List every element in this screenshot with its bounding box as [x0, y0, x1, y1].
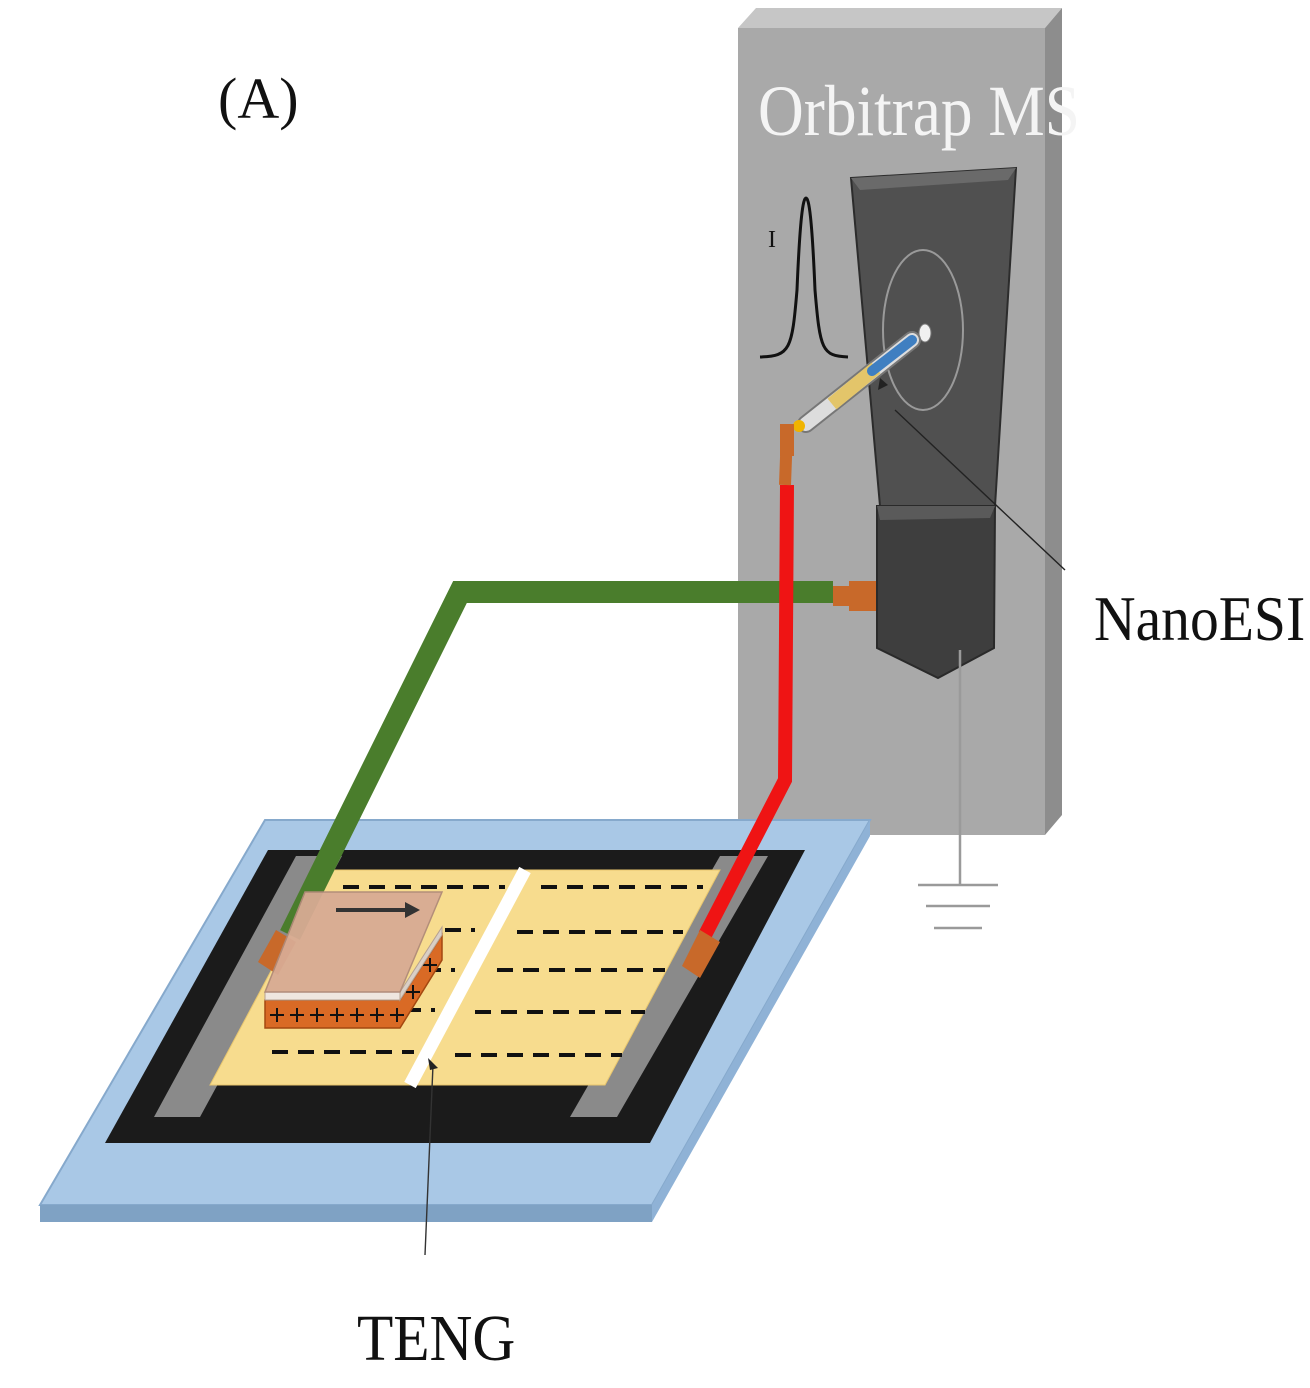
ms-box-top-face — [738, 8, 1062, 28]
ms-inlet-block — [876, 505, 997, 680]
teng-label: TENG — [357, 1301, 515, 1375]
spectrum-peak-icon: I — [759, 196, 849, 359]
green-wire — [280, 581, 833, 940]
ground-symbol-icon — [918, 650, 998, 930]
ms-box-side-face — [1045, 8, 1062, 835]
slider-top — [263, 891, 444, 993]
red-wire — [698, 484, 794, 939]
ms-inlet — [849, 166, 1066, 680]
inlet-orifice-ring — [882, 249, 964, 411]
positive-charges — [270, 958, 437, 1022]
nanoesi-emitter — [793, 331, 921, 433]
film-gap — [404, 866, 531, 1089]
panel-label: (A) — [218, 66, 299, 131]
intensity-axis-label: I — [768, 227, 776, 253]
negative-charges — [272, 885, 703, 1057]
ms-title: Orbitrap MS — [758, 71, 1080, 151]
teng-slider — [263, 891, 444, 1029]
nanoesi-label: NanoESI — [1094, 584, 1305, 654]
slide-direction-arrow-icon — [336, 902, 420, 918]
